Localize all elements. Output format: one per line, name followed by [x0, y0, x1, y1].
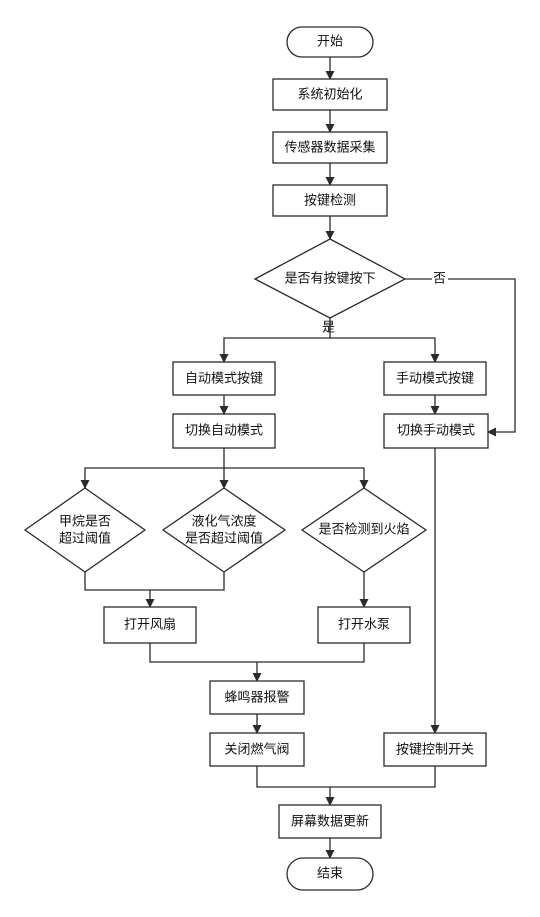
- edge-merge-update: [256, 766, 436, 788]
- node-switch-auto: 切换自动模式: [172, 413, 276, 449]
- lpg-label-line2: 是否超过阈值: [185, 531, 263, 547]
- buzzer-box: [209, 680, 305, 715]
- switch-manual-label: 切换手动模式: [397, 424, 475, 439]
- edge-yes-auto: [219, 318, 331, 363]
- node-valve: 关闭燃气阀: [209, 732, 305, 767]
- start-label: 开始: [317, 35, 343, 50]
- no-label-bg: [432, 271, 448, 287]
- manual-key-label: 手动模式按键: [396, 372, 474, 387]
- pump-label: 打开水泵: [338, 618, 390, 633]
- update-label: 屏幕数据更新: [291, 814, 369, 830]
- flame-diamond: [300, 487, 428, 573]
- buzzer-label: 蜂鸣器报警: [224, 690, 289, 706]
- node-end: 结束: [286, 857, 374, 891]
- lpg-diamond: [161, 487, 287, 573]
- switch-auto-box: [172, 413, 276, 449]
- fan-box: [103, 606, 197, 644]
- node-keydetect: 按键检测: [272, 184, 388, 217]
- auto-key-label: 自动模式按键: [185, 372, 263, 387]
- start-terminal: [286, 26, 374, 58]
- switch-auto-label: 切换自动模式: [185, 424, 263, 439]
- key-control-box: [383, 732, 487, 767]
- edge-no-switch-manual: [405, 278, 516, 437]
- methane-diamond: [23, 487, 147, 573]
- node-fan: 打开风扇: [103, 606, 197, 644]
- node-switch-manual: 切换手动模式: [383, 413, 489, 449]
- pump-box: [317, 606, 411, 644]
- node-pump: 打开水泵: [317, 606, 411, 644]
- methane-label-line2: 超过阈值: [59, 531, 111, 547]
- update-box: [278, 804, 382, 839]
- node-update: 屏幕数据更新: [278, 804, 382, 839]
- node-key-control: 按键控制开关: [383, 732, 487, 767]
- edge-merge-buzzer: [149, 643, 365, 663]
- key-control-label: 按键控制开关: [396, 743, 474, 758]
- flame-label: 是否检测到火焰: [318, 523, 409, 538]
- methane-label-line1: 甲烷是否: [59, 515, 111, 530]
- node-init: 系统初始化: [272, 78, 388, 111]
- keypressed-label: 是否有按键按下: [284, 272, 375, 287]
- switch-manual-box: [383, 413, 489, 449]
- fan-label: 打开风扇: [124, 617, 176, 633]
- edge-yes-manual: [330, 337, 440, 363]
- node-start: 开始: [286, 26, 374, 58]
- manual-key-box: [383, 361, 487, 396]
- valve-label: 关闭燃气阀: [224, 742, 289, 758]
- sensor-box: [272, 131, 388, 164]
- end-label: 结束: [317, 867, 343, 882]
- edge-merge-fan: [84, 572, 225, 591]
- keydetect-label: 按键检测: [304, 194, 356, 209]
- edge-label-yes: 是: [322, 321, 335, 336]
- edge-to-flame: [224, 467, 369, 489]
- end-terminal: [286, 857, 374, 891]
- node-keypressed: 是否有按键按下: [253, 238, 407, 319]
- init-label: 系统初始化: [297, 88, 362, 103]
- node-sensor: 传感器数据采集: [272, 131, 388, 164]
- node-auto-key: 自动模式按键: [172, 361, 276, 396]
- auto-key-box: [172, 361, 276, 396]
- init-box: [272, 78, 388, 111]
- keypressed-diamond: [253, 238, 407, 319]
- node-lpg: 液化气浓度 是否超过阈值: [161, 487, 287, 573]
- edge-to-methane: [80, 448, 225, 489]
- node-flame: 是否检测到火焰: [300, 487, 428, 573]
- node-methane: 甲烷是否 超过阈值: [23, 487, 147, 573]
- sensor-label: 传感器数据采集: [284, 140, 375, 156]
- edge-label-no: 否: [433, 272, 446, 287]
- keydetect-box: [272, 184, 388, 217]
- node-buzzer: 蜂鸣器报警: [209, 680, 305, 715]
- lpg-label-line1: 液化气浓度: [191, 514, 256, 530]
- valve-box: [209, 732, 305, 767]
- edges: [80, 57, 516, 859]
- node-manual-key: 手动模式按键: [383, 361, 487, 396]
